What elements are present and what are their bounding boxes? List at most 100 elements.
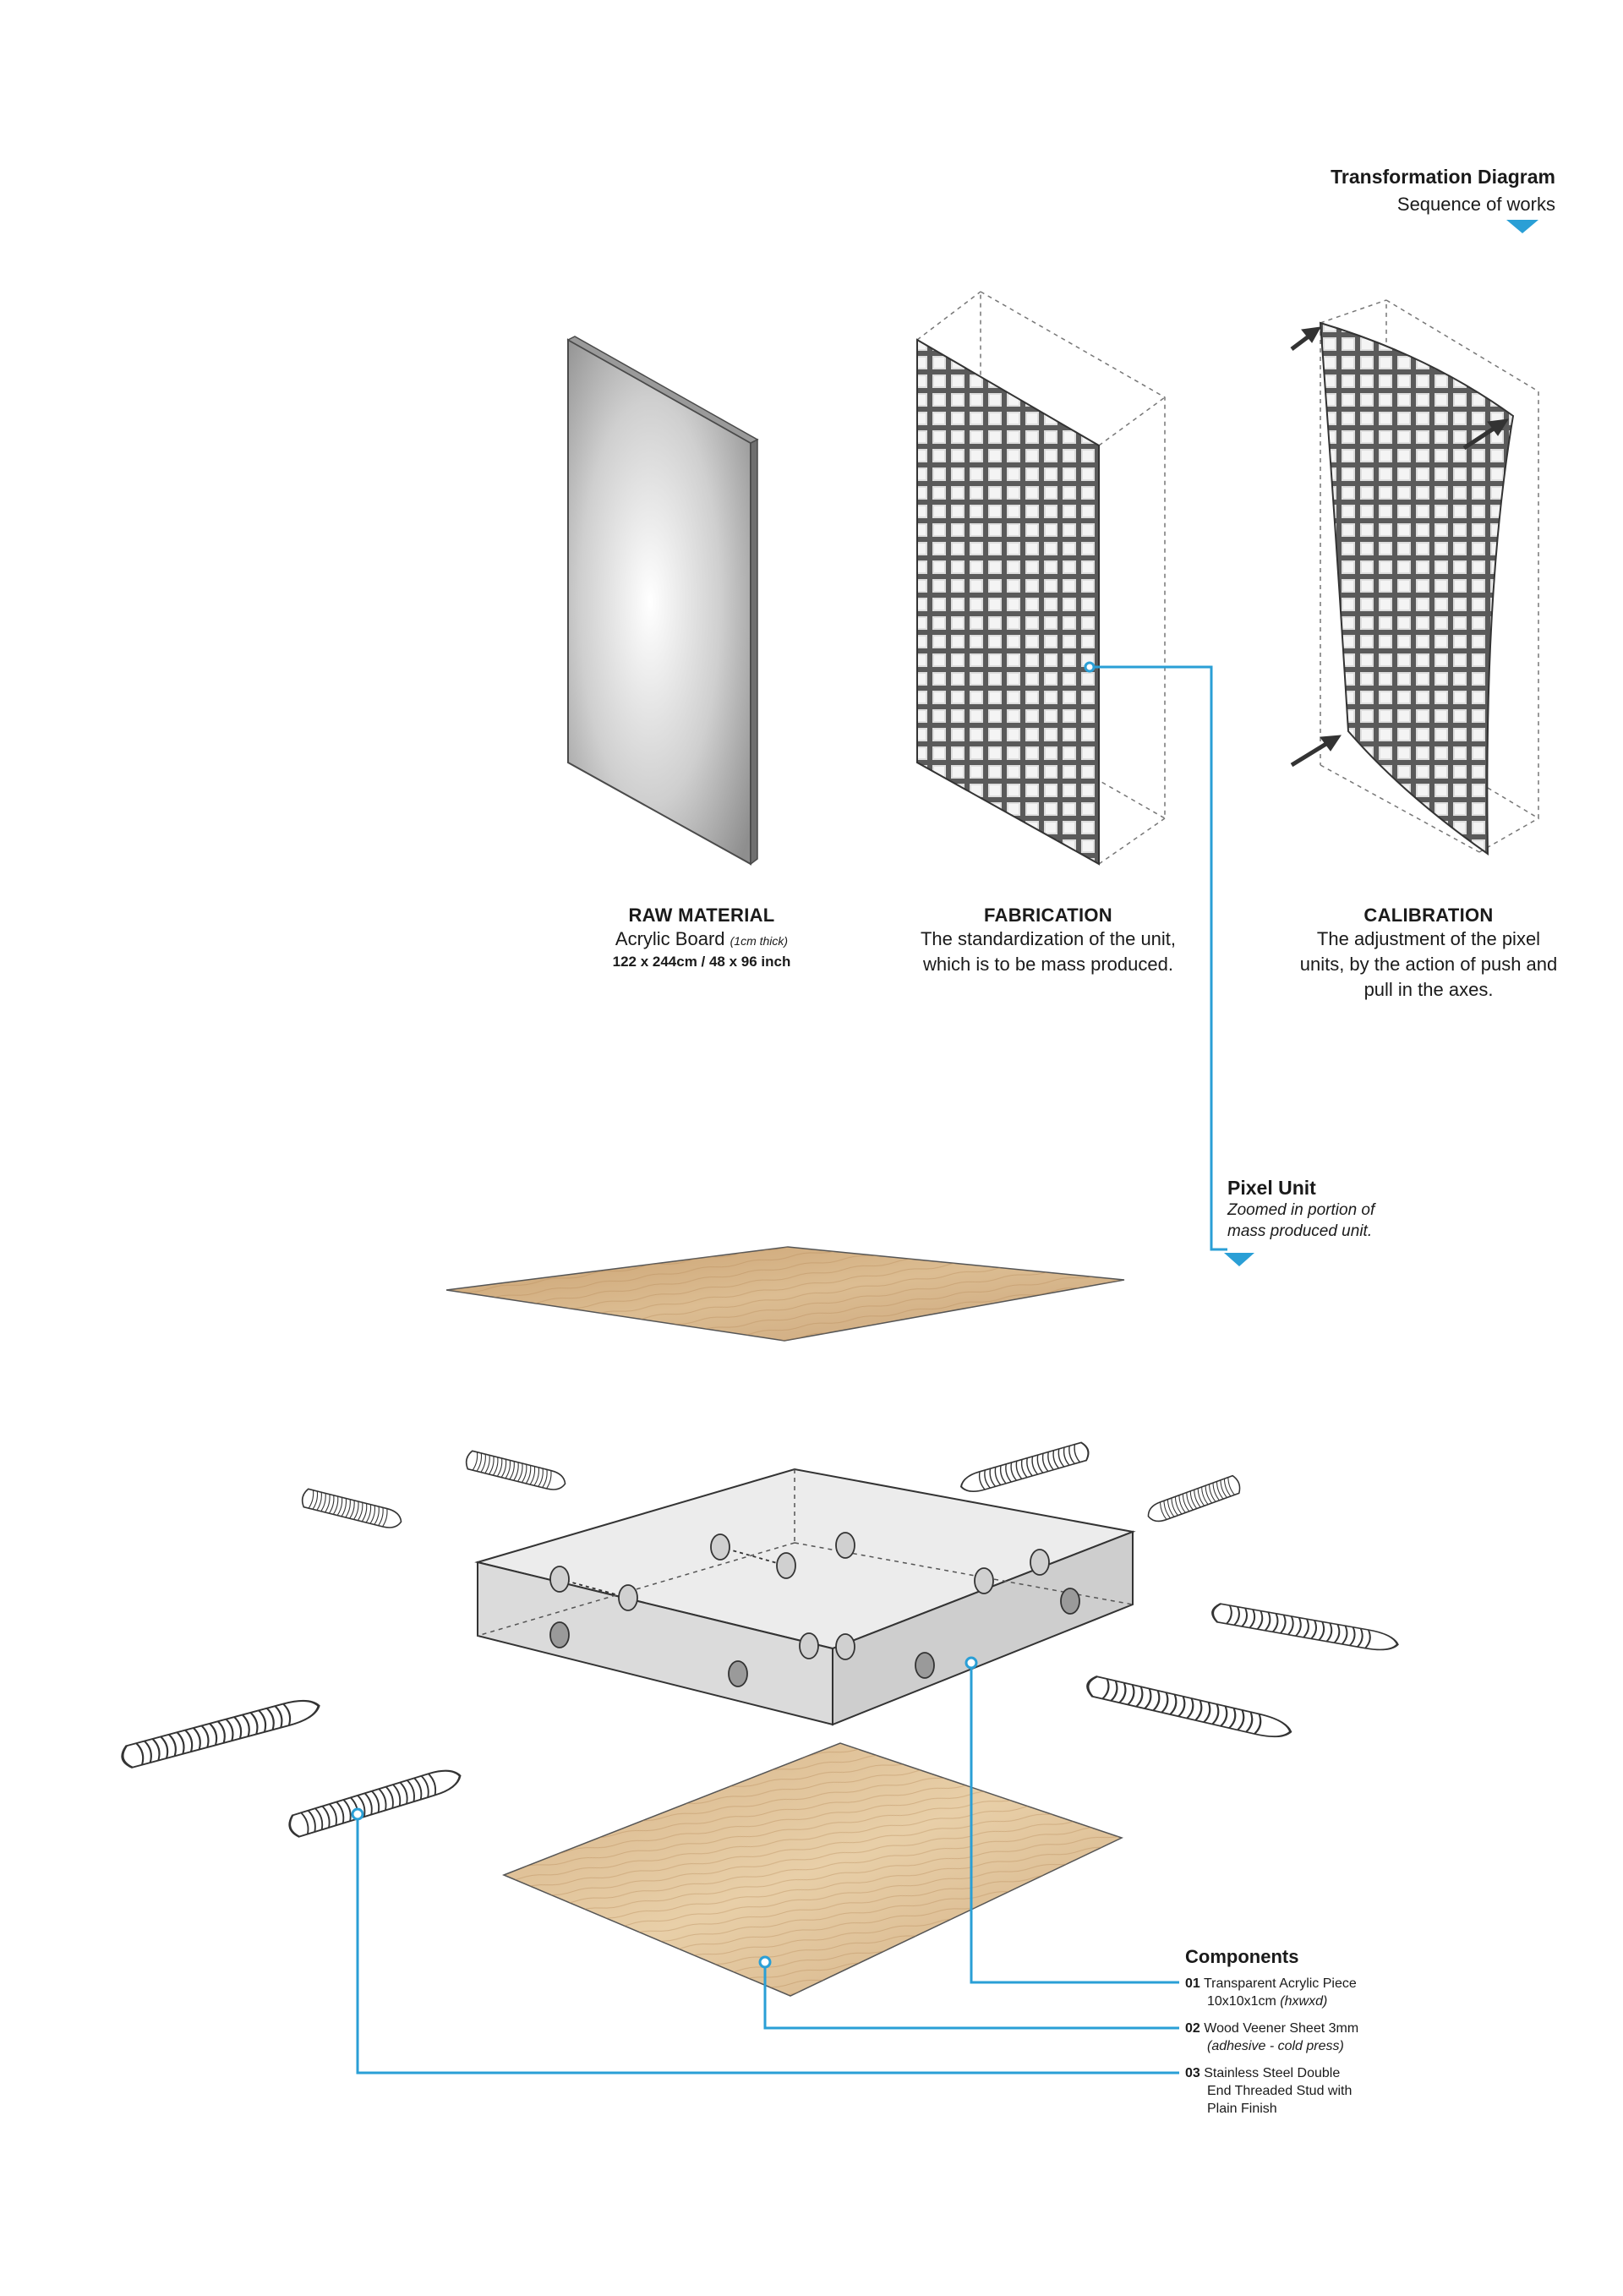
thread-ridge (525, 1465, 532, 1484)
thread-ridge (321, 1806, 331, 1828)
thread-ridge (1325, 1622, 1333, 1642)
thread-ridge (176, 1731, 185, 1754)
thread-ridge (1189, 1490, 1198, 1509)
thread-ridge (332, 1495, 339, 1515)
thread-ridge (1205, 1485, 1213, 1504)
thread-ridge (989, 1468, 997, 1487)
thread-ridge (1020, 1459, 1028, 1479)
thread-ridge (472, 1451, 478, 1471)
thread-ridge (312, 1490, 319, 1510)
thread-ridge (143, 1741, 152, 1763)
stage-desc-line-2: units, by the action of push and (1299, 954, 1558, 975)
thread-ridge (513, 1462, 519, 1481)
thread-ridge (538, 1468, 544, 1487)
components-legend: Components 01 Transparent Acrylic Piece … (1185, 1946, 1464, 2118)
pixel-unit-line-2: mass produced unit. (1227, 1222, 1373, 1240)
thread-ridge (999, 1465, 1007, 1484)
threaded-stud-4 (286, 1763, 465, 1840)
thread-ridge (1144, 1688, 1152, 1709)
components-title: Components (1185, 1946, 1299, 1967)
thread-ridge (1167, 1499, 1175, 1517)
thread-ridge (994, 1467, 1002, 1485)
transparent-acrylic-piece (474, 1468, 1136, 1726)
thread-ridge (1295, 1617, 1302, 1637)
thread-ridge (314, 1807, 324, 1830)
thread-ridge (489, 1456, 495, 1475)
stage-title: RAW MATERIAL (628, 905, 775, 926)
thread-ridge (1249, 1609, 1256, 1628)
pixel-unit-leader (1084, 661, 1227, 1251)
thread-ridge (1160, 1501, 1167, 1520)
component-01: 01 Transparent Acrylic Piece 10x10x1cm (… (1185, 1976, 1357, 2009)
thread-ridge (1178, 1495, 1186, 1513)
thread-ridge (233, 1716, 243, 1739)
stage-calibration: CALIBRATION The adjustment of the pixel … (1276, 905, 1581, 1003)
stage-raw-material: RAW MATERIAL Acrylic Board (1cm thick) 1… (575, 905, 828, 970)
bottom-wood-veneer (502, 1742, 1123, 1997)
thread-ridge (345, 1499, 351, 1518)
thread-ridge (1341, 1626, 1348, 1645)
thread-ridge (1216, 1481, 1224, 1500)
stage-desc-line-1: The adjustment of the pixel (1316, 928, 1541, 949)
thread-ridge (328, 1803, 337, 1826)
thread-ridge (357, 1795, 366, 1818)
thread-ridge (320, 1493, 326, 1512)
threaded-stud-5 (957, 1440, 1092, 1497)
thread-ridge (1223, 1479, 1232, 1497)
thread-ridge (1041, 1453, 1049, 1472)
thread-ridge (1254, 1714, 1262, 1735)
thread-ridge (363, 1792, 373, 1815)
thread-ridge (521, 1464, 527, 1483)
thread-ridge (480, 1454, 486, 1473)
thread-ridge (1212, 1483, 1220, 1501)
component-leader-03 (351, 1807, 1179, 2075)
thread-ridge (399, 1782, 408, 1804)
thread-ridge (282, 1703, 292, 1726)
thread-ridge (1110, 1681, 1118, 1702)
stage-desc-line-3: pull in the axes. (1363, 979, 1494, 1000)
thread-ridge (1241, 1608, 1249, 1627)
thread-ridge (500, 1459, 507, 1478)
thread-ridge (546, 1470, 552, 1490)
raw-acrylic-board (566, 336, 759, 866)
thread-ridge (349, 1500, 355, 1519)
thread-ridge (378, 1788, 387, 1811)
thread-ridge (209, 1723, 218, 1746)
thread-ridge (1256, 1610, 1264, 1630)
component-leader-01 (965, 1656, 1179, 1984)
thread-ridge (978, 1471, 986, 1490)
push-arrow-top-left (1290, 326, 1321, 351)
thread-ridge (1220, 1479, 1227, 1498)
threaded-stud-8 (1084, 1673, 1295, 1743)
thread-ridge (406, 1779, 415, 1802)
thread-ridge (357, 1502, 363, 1521)
thread-ridge (1209, 1484, 1216, 1502)
thread-ridge (200, 1725, 210, 1747)
thread-ridge (160, 1736, 169, 1758)
thread-ridge (420, 1775, 429, 1798)
stage-fabrication: FABRICATION The standardization of the u… (888, 905, 1209, 977)
thread-ridge (1197, 1488, 1205, 1506)
thread-ridge (274, 1705, 283, 1728)
stage-dims: 122 x 244cm / 48 x 96 inch (612, 954, 791, 970)
thread-ridge (382, 1508, 388, 1528)
thread-ridge (316, 1492, 322, 1511)
thread-ridge (413, 1777, 423, 1800)
thread-ridge (1010, 1462, 1018, 1481)
threaded-stud-2 (299, 1487, 405, 1532)
fabricated-grid-panel (916, 290, 1166, 866)
thread-ridge (1194, 1700, 1203, 1721)
thread-ridge (476, 1452, 483, 1472)
thread-ridge (336, 1801, 345, 1823)
thread-ridge (1279, 1615, 1287, 1634)
thread-ridge (371, 1790, 380, 1813)
thread-ridge (1182, 1494, 1190, 1512)
stage-title: FABRICATION (984, 905, 1112, 926)
thread-ridge (1201, 1486, 1209, 1506)
thread-ridge (342, 1799, 352, 1822)
threaded-stud-3 (118, 1693, 324, 1771)
thread-ridge (517, 1463, 523, 1482)
stage-desc-line-1: The standardization of the unit, (920, 928, 1177, 949)
thread-ridge (496, 1457, 503, 1477)
